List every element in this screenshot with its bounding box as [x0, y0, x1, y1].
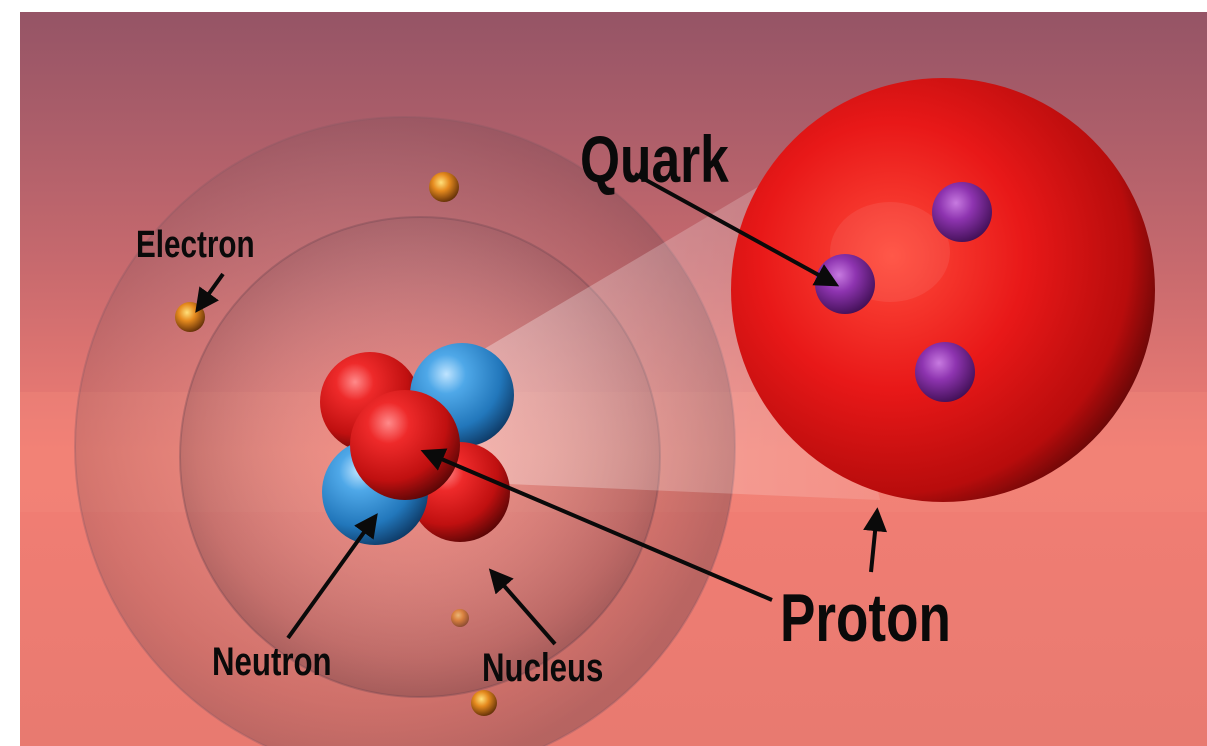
proton-closeup-arrow	[863, 507, 888, 573]
quark-arrow	[634, 172, 840, 287]
quark-particle	[932, 182, 992, 242]
nucleus-label: Nucleus	[482, 646, 604, 690]
proton-particle	[350, 390, 460, 500]
atom-diagram: Quark Proton Electron Neutron Nucleus	[20, 12, 1207, 746]
nucleus-arrow	[488, 568, 557, 646]
proton-closeup	[731, 78, 1155, 502]
neutron-arrow	[286, 513, 378, 640]
quark-particle	[915, 342, 975, 402]
quark-label: Quark	[580, 122, 729, 196]
atom-illustration	[20, 12, 1207, 746]
electron-particle	[471, 690, 497, 716]
neutron-label: Neutron	[212, 640, 332, 684]
electron-arrow	[195, 272, 225, 313]
electron-particle	[451, 609, 469, 627]
proton-arrow	[420, 448, 773, 602]
electron-particle	[429, 172, 459, 202]
nucleus	[320, 343, 514, 545]
electron-label: Electron	[136, 224, 255, 266]
quark-particle	[815, 254, 875, 314]
proton-label: Proton	[780, 580, 951, 656]
large-proton	[731, 78, 1155, 502]
